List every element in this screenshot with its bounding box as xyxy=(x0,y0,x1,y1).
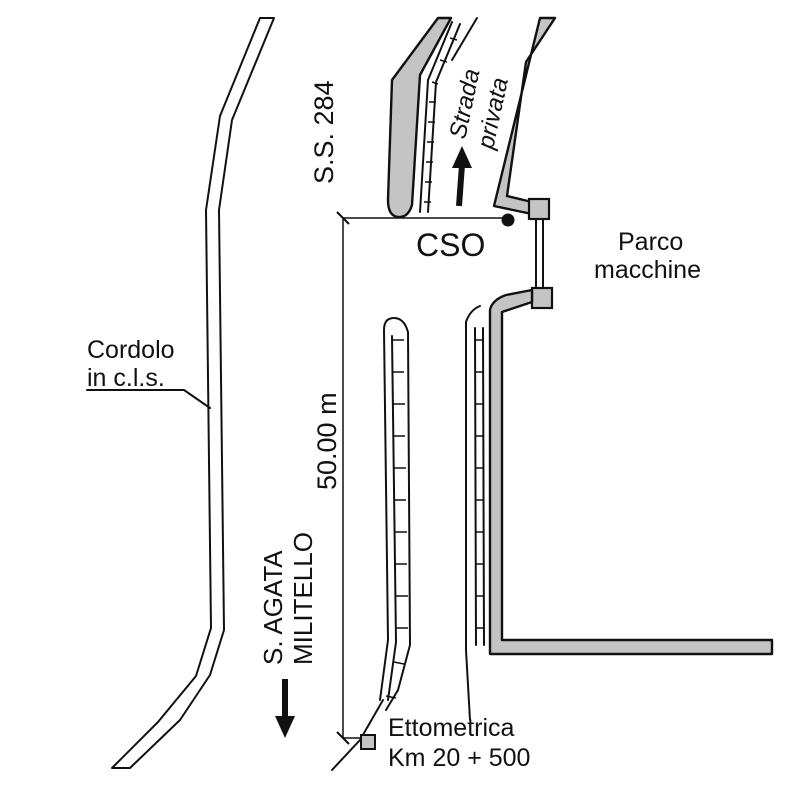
hectometric-square-marker-icon xyxy=(360,734,376,750)
cso-point-dot-icon xyxy=(501,213,515,227)
cso-label: CSO xyxy=(416,227,485,263)
upper-left-guardrail xyxy=(419,21,461,213)
upper-left-road-edge xyxy=(386,16,453,219)
agata-label: S. AGATA xyxy=(258,550,288,665)
ettometrica-label: Ettometrica xyxy=(388,714,515,742)
arrow-down-icon xyxy=(275,679,295,738)
lower-thin-road-top xyxy=(465,305,481,323)
in-cls-label: in c.l.s. xyxy=(87,364,165,392)
ss284-label: S.S. 284 xyxy=(309,80,339,184)
dimension-50m xyxy=(336,211,514,745)
strada-privata-edge xyxy=(492,16,557,216)
cordolo-curb xyxy=(111,17,275,769)
cordolo-leader-line xyxy=(86,389,211,409)
macchine-label: macchine xyxy=(594,256,701,284)
parco-macchine-edge xyxy=(488,288,774,656)
lower-thin-road-line xyxy=(465,321,471,721)
gate-structure xyxy=(527,197,554,310)
cordolo-label: Cordolo xyxy=(87,336,175,364)
militello-label: MILITELLO xyxy=(288,532,318,665)
lower-right-guardrail xyxy=(474,327,485,646)
distance-label: 50.00 m xyxy=(312,392,342,490)
upper-thin-road-line xyxy=(451,17,478,61)
parco-label: Parco xyxy=(618,228,683,256)
lower-left-guardrail xyxy=(379,317,411,711)
arrow-up-icon xyxy=(452,146,472,207)
km-label: Km 20 + 500 xyxy=(388,744,530,772)
